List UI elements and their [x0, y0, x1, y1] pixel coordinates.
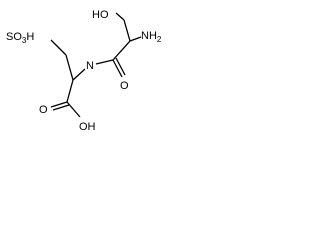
- bond-nitrogen-calpha2: [72, 68, 86, 81]
- bond-carboxyl-oxygen-1: [50, 101, 68, 108]
- sulfonic-acid-symbol: SO: [6, 31, 22, 43]
- bond-carbonyl-oxygen-2: [115, 57, 126, 76]
- bond-calpha2-ch2: [65, 54, 74, 81]
- bond-carboxyl-oxygen-2: [52, 104, 70, 111]
- bond-calpha2-carboxyl: [66, 79, 74, 103]
- bond-carbonyl-nitrogen: [95, 59, 114, 65]
- sulfonic-acid-hydrogen: H: [26, 31, 34, 43]
- amide-oxygen-label: O: [120, 80, 129, 92]
- bond-calpha-amine: [129, 36, 142, 42]
- bond-carboxyl-hydroxyl: [66, 101, 81, 118]
- bond-ch2-calpha: [123, 19, 131, 42]
- hydroxyl-label: HO: [92, 9, 109, 21]
- bonds: [50, 12, 142, 118]
- carboxyl-oxygen-label: O: [39, 104, 48, 116]
- amine-symbol: NH: [141, 30, 157, 42]
- amide-nitrogen-label: N: [86, 60, 94, 72]
- structural-formula: HO NH2 SO3H N O O OH: [6, 9, 162, 133]
- amine-label: NH2: [141, 30, 162, 44]
- atom-labels: HO NH2 SO3H N O O OH: [6, 9, 162, 133]
- bond-calpha-carbonyl: [112, 40, 131, 61]
- bond-ch2-sulfur: [50, 39, 67, 56]
- bond-ho-ch2: [115, 12, 125, 21]
- amine-subscript: 2: [157, 35, 162, 44]
- sulfonic-acid-label: SO3H: [6, 31, 34, 45]
- sulfonic-acid-subscript: 3: [22, 36, 27, 45]
- carboxyl-hydroxyl-label: OH: [79, 121, 96, 133]
- bond-carbonyl-oxygen-1: [112, 59, 123, 78]
